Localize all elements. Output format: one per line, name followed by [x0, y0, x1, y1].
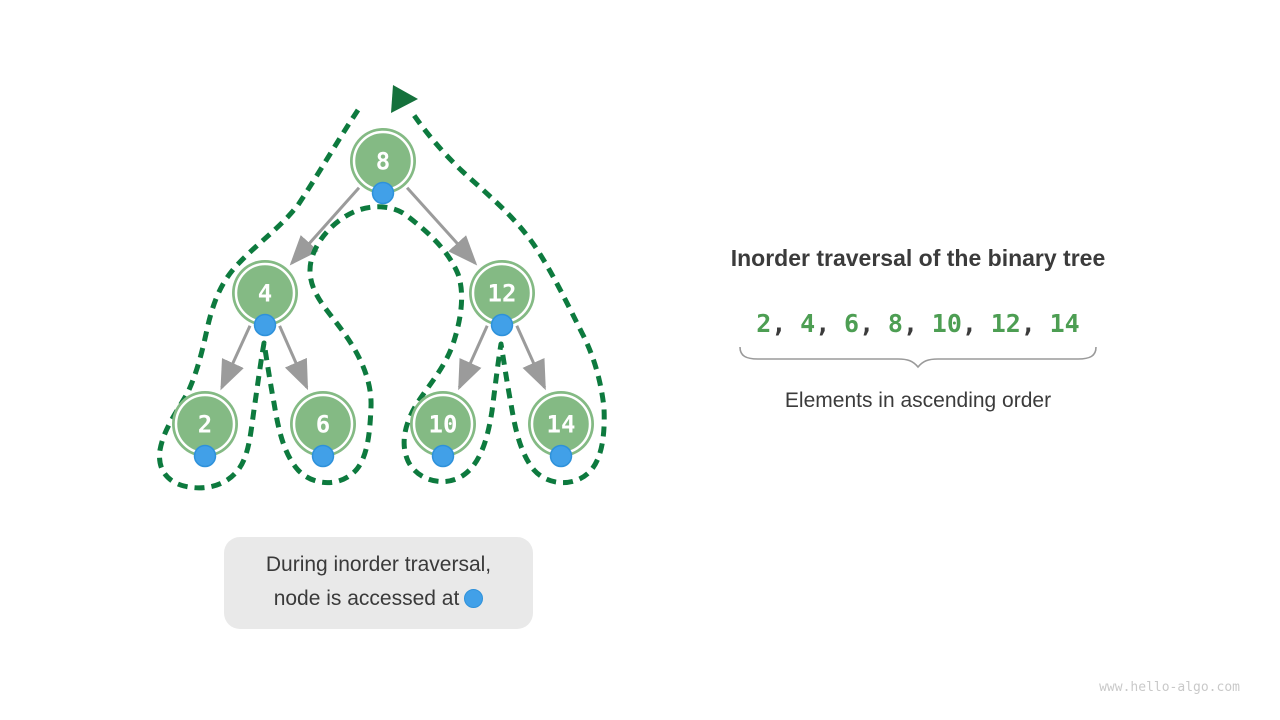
sequence-item: 8	[887, 309, 903, 338]
access-dot	[490, 313, 514, 337]
node-value: 2	[198, 411, 212, 439]
explanation-panel: Inorder traversal of the binary tree 2,4…	[700, 244, 1136, 413]
caption-box: During inorder traversal, node is access…	[224, 537, 533, 629]
tree-node-8: 8	[350, 128, 416, 194]
sequence-item: 14	[1049, 309, 1080, 338]
caption-line1: During inorder traversal,	[265, 553, 492, 576]
access-dots	[193, 181, 573, 468]
sequence-item: 10	[931, 309, 962, 338]
tree-edge-8-4	[289, 186, 361, 266]
sequence-separator: ,	[961, 309, 977, 338]
tree-node-14: 14	[528, 391, 594, 457]
tree-node-12: 12	[469, 260, 535, 326]
sequence-separator: ,	[771, 309, 787, 338]
node-circle	[528, 391, 594, 457]
tree-edge-12-10	[458, 325, 489, 391]
node-circle	[350, 128, 416, 194]
sequence-separator: ,	[902, 309, 919, 338]
node-value: 10	[429, 411, 458, 439]
access-dot	[253, 313, 277, 337]
node-value: 6	[316, 411, 330, 439]
node-circle	[232, 260, 298, 326]
node-value: 4	[258, 280, 272, 308]
node-circle	[410, 391, 476, 457]
access-dot-legend-icon	[464, 589, 484, 608]
sequence-separator: ,	[815, 309, 831, 338]
node-value: 12	[488, 280, 517, 308]
brace-label: Elements in ascending order	[784, 389, 1052, 412]
traversal-path	[157, 108, 607, 491]
node-circle	[290, 391, 356, 457]
access-dot	[371, 181, 395, 205]
underbrace	[739, 346, 1097, 369]
sequence-item: 6	[844, 309, 860, 338]
panel-title: Inorder traversal of the binary tree	[730, 245, 1106, 271]
tree-node-6: 6	[290, 391, 356, 457]
node-value: 14	[547, 411, 576, 439]
sequence-item: 2	[756, 309, 772, 338]
access-dot	[549, 444, 573, 468]
sequence-item: 12	[990, 309, 1021, 338]
tree-nodes: 8 4 12 2 6 10 14	[172, 128, 594, 457]
node-circle	[172, 391, 238, 457]
traversal-sequence: 2,4,6,8,10,12,14	[700, 309, 1136, 339]
tree-edges	[220, 186, 546, 391]
node-value: 8	[376, 148, 390, 176]
tree-edge-12-14	[515, 325, 546, 391]
binary-tree-diagram: 8 4 12 2 6 10 14	[157, 85, 607, 491]
sequence-separator: ,	[859, 309, 875, 338]
tree-edge-4-6	[278, 325, 309, 391]
access-dot	[311, 444, 335, 468]
caption-line2: node is accessed at	[224, 582, 533, 616]
sequence-separator: ,	[1020, 309, 1036, 338]
access-dot	[431, 444, 455, 468]
node-circle	[469, 260, 535, 326]
tree-edge-8-12	[405, 186, 478, 266]
tree-edge-4-2	[220, 325, 252, 391]
watermark: www.hello-algo.com	[1099, 680, 1240, 695]
start-marker-icon	[391, 85, 418, 113]
tree-node-10: 10	[410, 391, 476, 457]
caption-line2-text: node is accessed at	[273, 587, 460, 610]
sequence-item: 4	[800, 309, 816, 338]
access-dot	[193, 444, 217, 468]
